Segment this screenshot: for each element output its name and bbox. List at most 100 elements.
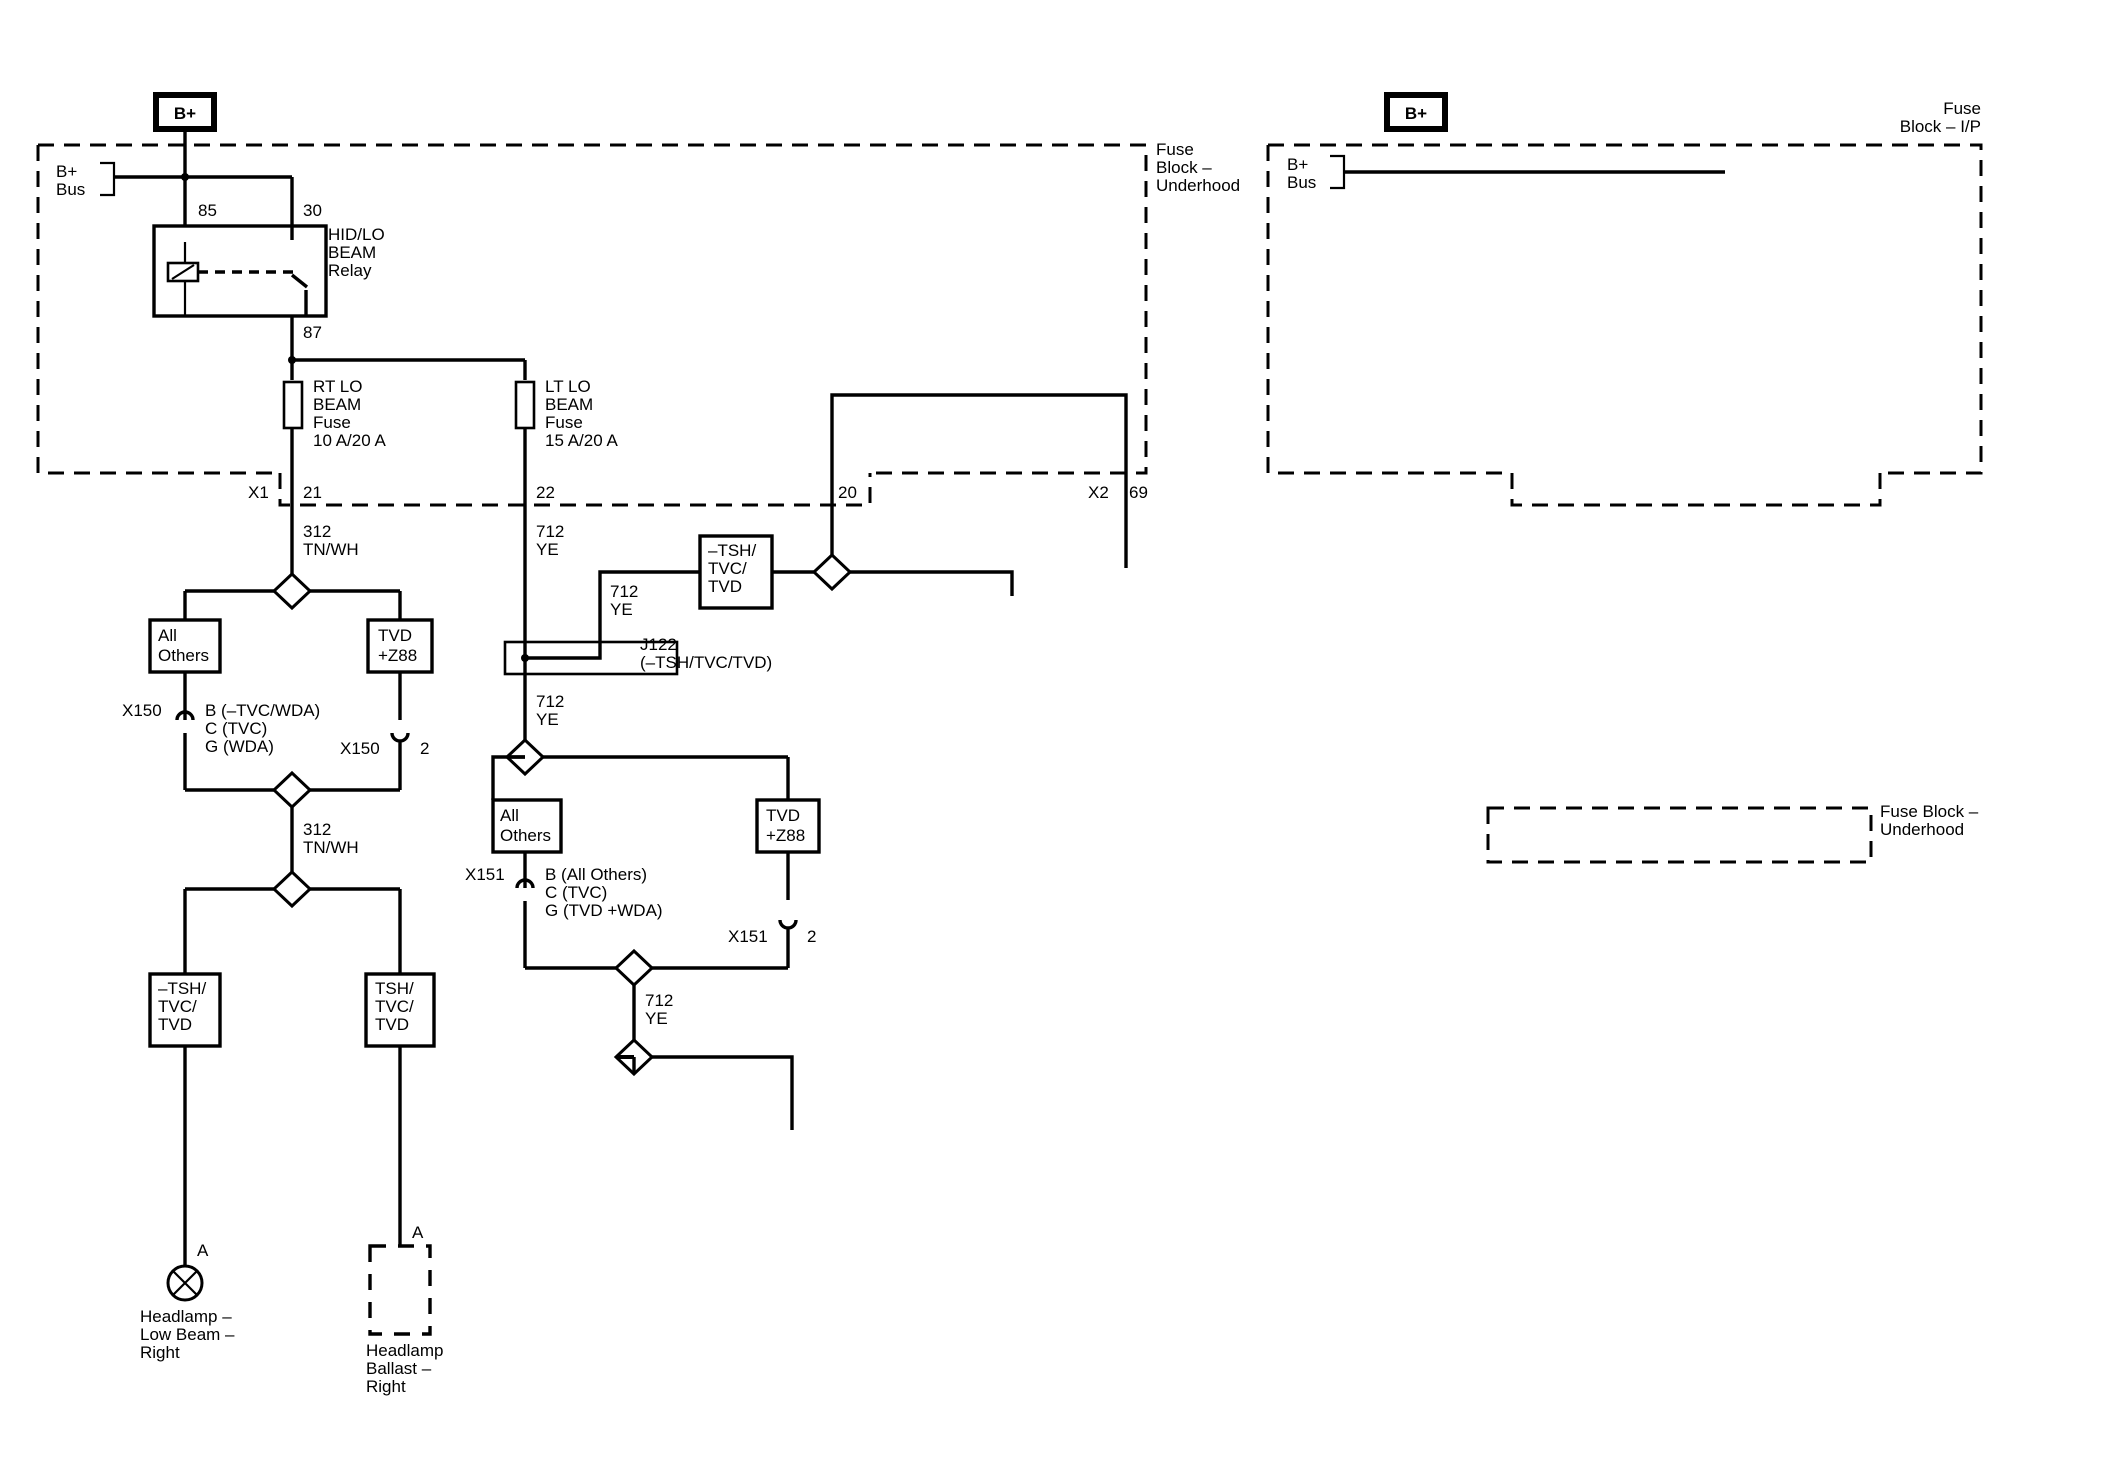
circuit-712-lower: 712 YE	[645, 991, 673, 1028]
svg-text:B+: B+	[174, 104, 196, 123]
svg-text:B+: B+	[56, 162, 77, 181]
svg-text:Low Beam –: Low Beam –	[140, 1325, 235, 1344]
splice-diamond	[271, 869, 313, 909]
svg-text:C (TVC): C (TVC)	[205, 719, 267, 738]
svg-text:TN/WH: TN/WH	[303, 540, 359, 559]
x2-label-top: X2	[1088, 483, 1109, 502]
svg-text:+Z88: +Z88	[766, 826, 805, 845]
pin-a: A	[412, 1223, 424, 1242]
svg-text:TVD: TVD	[375, 1015, 409, 1034]
hid-lo-beam-relay: 85 30 87 HID/LO BEAM Relay	[152, 201, 385, 342]
svg-text:BEAM: BEAM	[328, 243, 376, 262]
svg-text:TVD: TVD	[708, 577, 742, 596]
option-tvd-z88-lt: TVD +Z88	[755, 798, 821, 854]
svg-text:712: 712	[536, 522, 564, 541]
svg-text:Right: Right	[140, 1343, 180, 1362]
svg-text:B+: B+	[1287, 155, 1308, 174]
svg-text:Fuse: Fuse	[313, 413, 351, 432]
svg-text:YE: YE	[645, 1009, 668, 1028]
headlamp-low-beam-right: Headlamp – Low Beam – Right	[140, 1264, 235, 1362]
svg-text:TVC/: TVC/	[708, 559, 747, 578]
circuit-312-bottom: 312 TN/WH	[303, 820, 359, 857]
svg-text:HID/LO: HID/LO	[328, 225, 385, 244]
option-all-others-lt: All Others	[491, 798, 563, 854]
svg-text:–TSH/: –TSH/	[708, 541, 756, 560]
svg-text:C (TVC): C (TVC)	[545, 883, 607, 902]
svg-text:Bus: Bus	[56, 180, 85, 199]
option-tsh-rt: TSH/ TVC/ TVD	[364, 972, 436, 1048]
option-not-tsh-mid: –TSH/ TVC/ TVD	[698, 534, 774, 610]
x151-pin-list: B (All Others) C (TVC) G (TVD +WDA)	[545, 865, 663, 920]
pin-69-top: 69	[1129, 483, 1148, 502]
svg-text:Headlamp: Headlamp	[366, 1341, 444, 1360]
pin-a: A	[197, 1241, 209, 1260]
fuse-block-underhood-outline	[36, 143, 1148, 475]
b-plus-left: B+	[153, 92, 217, 132]
svg-text:Bus: Bus	[1287, 173, 1316, 192]
svg-text:Ballast –: Ballast –	[366, 1359, 432, 1378]
pin-2: 2	[807, 927, 816, 946]
svg-text:J122: J122	[640, 635, 677, 654]
fuse-block-underhood-mid-label: Fuse Block – Underhood	[1880, 802, 1979, 839]
splice-j122-left: J122 (–TSH/TVC/TVD)	[503, 635, 772, 676]
pin-20: 20	[838, 483, 857, 502]
svg-text:Fuse Block –: Fuse Block –	[1880, 802, 1979, 821]
svg-text:712: 712	[536, 692, 564, 711]
svg-text:+Z88: +Z88	[378, 646, 417, 665]
svg-text:YE: YE	[536, 540, 559, 559]
svg-text:Fuse: Fuse	[545, 413, 583, 432]
x151-label-2: X151	[728, 927, 768, 946]
svg-text:15 A/20 A: 15 A/20 A	[545, 431, 618, 450]
headlamp-ballast-right: Headlamp Ballast – Right	[366, 1244, 444, 1396]
svg-text:TSH/: TSH/	[375, 979, 414, 998]
fuse-lt-lo-beam: LT LO BEAM Fuse 15 A/20 A	[514, 377, 618, 450]
svg-text:B+: B+	[1405, 104, 1427, 123]
svg-text:All: All	[500, 806, 519, 825]
svg-text:YE: YE	[610, 600, 633, 619]
svg-text:YE: YE	[536, 710, 559, 729]
svg-text:30: 30	[303, 201, 322, 220]
svg-text:TVC/: TVC/	[375, 997, 414, 1016]
option-not-tsh-rt: –TSH/ TVC/ TVD	[148, 972, 222, 1048]
svg-text:BEAM: BEAM	[313, 395, 361, 414]
svg-text:TVC/: TVC/	[158, 997, 197, 1016]
svg-text:(–TSH/TVC/TVD): (–TSH/TVC/TVD)	[640, 653, 772, 672]
svg-text:Others: Others	[158, 646, 209, 665]
x151-label: X151	[465, 865, 505, 884]
svg-text:Right: Right	[366, 1377, 406, 1396]
svg-text:LT LO: LT LO	[545, 377, 591, 396]
circuit-712-bottom: 712 YE	[536, 692, 564, 729]
b-plus-right: B+	[1384, 92, 1448, 132]
fuse-block-ip-label: Fuse Block – I/P	[1900, 99, 1981, 136]
svg-text:Underhood: Underhood	[1156, 176, 1240, 195]
b-bus-label-left: B+ Bus	[56, 161, 292, 199]
pin-22: 22	[536, 483, 555, 502]
svg-text:B (–TVC/WDA): B (–TVC/WDA)	[205, 701, 320, 720]
svg-text:Block –: Block –	[1156, 158, 1212, 177]
svg-text:10 A/20 A: 10 A/20 A	[313, 431, 386, 450]
circuit-712-top: 712 YE	[536, 522, 564, 559]
fuse-block-underhood-tab	[278, 473, 872, 507]
x150-label: X150	[122, 701, 162, 720]
splice-diamond	[271, 571, 313, 611]
svg-text:Block – I/P: Block – I/P	[1900, 117, 1981, 136]
pin-2: 2	[420, 739, 429, 758]
fuse-block-underhood-mid-outline	[1486, 806, 1873, 864]
splice-diamond	[271, 770, 313, 810]
svg-text:TVD: TVD	[766, 806, 800, 825]
fuse-block-ip-outline	[1266, 143, 1983, 475]
svg-text:B (All Others): B (All Others)	[545, 865, 647, 884]
svg-text:312: 312	[303, 820, 331, 839]
x150-label-2: X150	[340, 739, 380, 758]
svg-text:All: All	[158, 626, 177, 645]
svg-text:87: 87	[303, 323, 322, 342]
x150-pin-list: B (–TVC/WDA) C (TVC) G (WDA)	[205, 701, 320, 756]
svg-text:712: 712	[645, 991, 673, 1010]
pin-21: 21	[303, 483, 322, 502]
fuse-rt-lo-beam: RT LO BEAM Fuse 10 A/20 A	[282, 377, 386, 450]
svg-text:G (WDA): G (WDA)	[205, 737, 274, 756]
svg-text:Others: Others	[500, 826, 551, 845]
option-tvd-z88-rt: TVD +Z88	[366, 618, 434, 674]
circuit-712-j122: 712 YE	[610, 582, 638, 619]
svg-text:85: 85	[198, 201, 217, 220]
